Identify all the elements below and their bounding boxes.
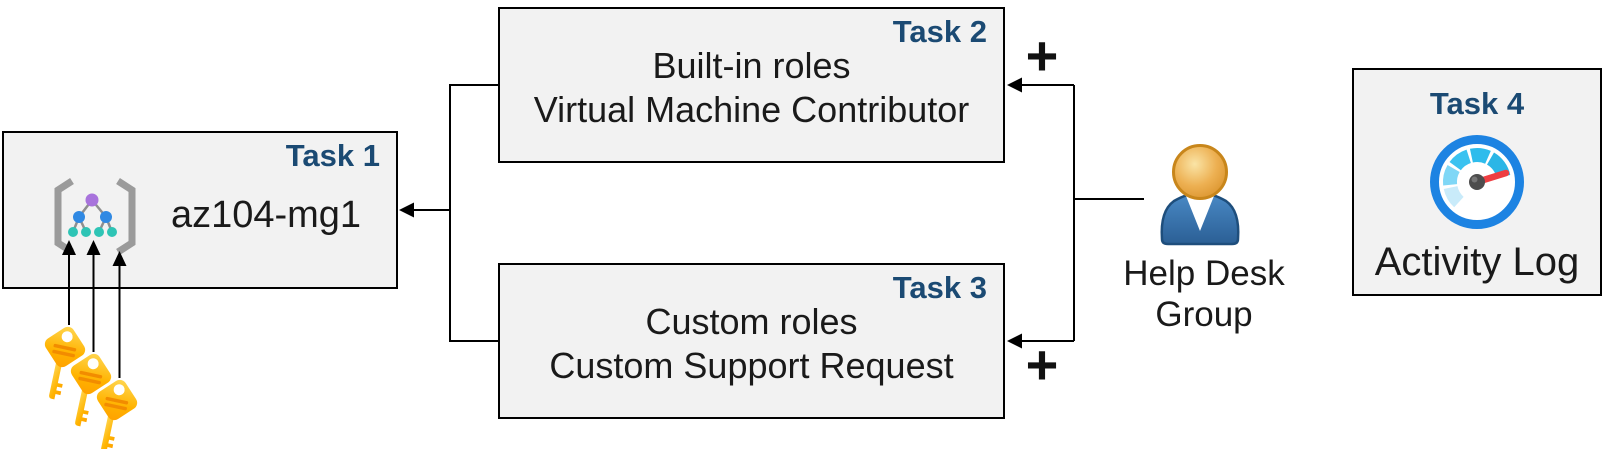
task1-box: Task 1 az104-mg1 [2,131,398,289]
child-node [100,211,112,223]
plus-icon-task2: + [1025,23,1059,87]
gauge-hub-highlight [1471,176,1478,183]
task2-box: Task 2 Built-in roles Virtual Machine Co… [498,7,1005,163]
leaf-node [107,227,117,237]
task2-label: Task 2 [892,14,987,49]
help-desk-group-caption: Help Desk Group [1094,253,1314,335]
arrowhead-to-task1 [399,202,414,218]
task1-title: az104-mg1 [170,193,362,236]
task4-label: Task 4 [1429,86,1525,121]
child-node [73,211,85,223]
right-brace [116,178,136,255]
task4-box: Task 4 Activity Log [1352,68,1602,296]
actor-caption-line2: Group [1155,295,1253,334]
task2-text: Built-in roles Virtual Machine Contribut… [500,9,1003,161]
key-icon [44,326,86,400]
actor-caption-line1: Help Desk [1123,254,1285,293]
key-icon [96,379,138,449]
left-brace [54,178,74,255]
leaf-node [68,227,78,237]
left-connector [413,84,500,342]
person-head [1172,144,1228,200]
access-keys-icon [44,326,138,449]
key-icon [70,353,112,427]
task4-caption: Activity Log [1374,240,1580,284]
root-node [85,193,99,207]
task3-text: Custom roles Custom Support Request [500,265,1003,417]
management-group-icon [54,178,136,255]
activity-log-gauge-icon [1430,135,1524,229]
task2-line2: Virtual Machine Contributor [533,89,970,130]
plus-icon-task3: + [1025,332,1059,396]
leaf-node [94,227,104,237]
task2-line1: Built-in roles [652,45,851,86]
task3-label: Task 3 [892,270,987,305]
gauge-hub [1469,174,1485,190]
task3-line1: Custom roles [645,301,858,342]
task1-label: Task 1 [285,138,380,173]
person-collar [1186,196,1214,231]
leaf-node [81,227,91,237]
task3-line2: Custom Support Request [549,345,954,386]
user-icon [1160,144,1240,246]
task3-box: Task 3 Custom roles Custom Support Reque… [498,263,1005,419]
